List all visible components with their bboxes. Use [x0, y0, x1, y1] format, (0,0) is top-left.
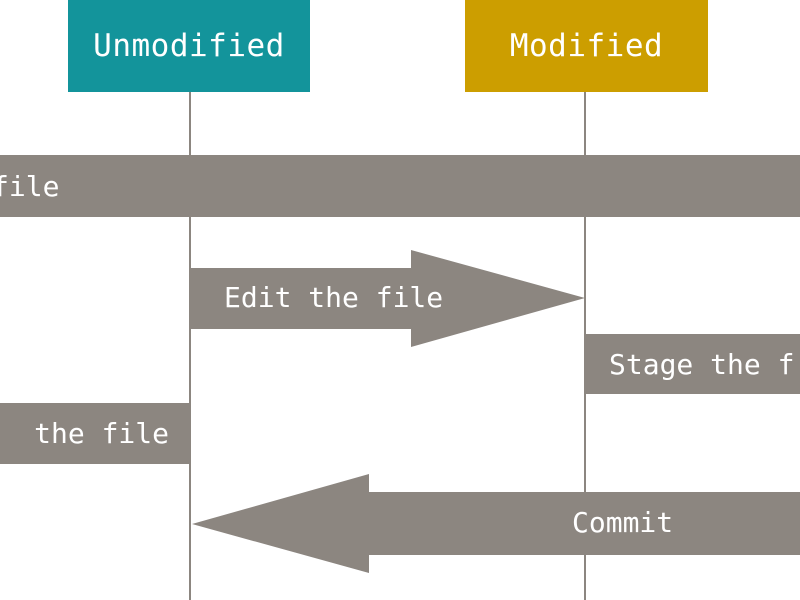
top-transition-label: file: [0, 169, 60, 203]
stage-transition-label: Stage the f: [609, 347, 795, 381]
unmodified-state-label: Unmodified: [93, 28, 285, 64]
modified-state-label: Modified: [509, 28, 664, 64]
commit-arrow-label: Commit: [572, 506, 674, 539]
edit-arrow: [189, 250, 585, 347]
remove-transition-label: the file: [34, 417, 169, 450]
remove-transition-bar: the file: [0, 403, 190, 464]
top-transition-bar: file: [0, 155, 800, 217]
unmodified-state-box: Unmodified: [68, 0, 310, 92]
modified-state-box: Modified: [465, 0, 708, 92]
commit-arrow: [192, 474, 800, 573]
unmodified-lifeline: [189, 92, 191, 600]
edit-arrow-label: Edit the file: [224, 281, 444, 314]
stage-transition-bar: Stage the f: [585, 334, 800, 394]
